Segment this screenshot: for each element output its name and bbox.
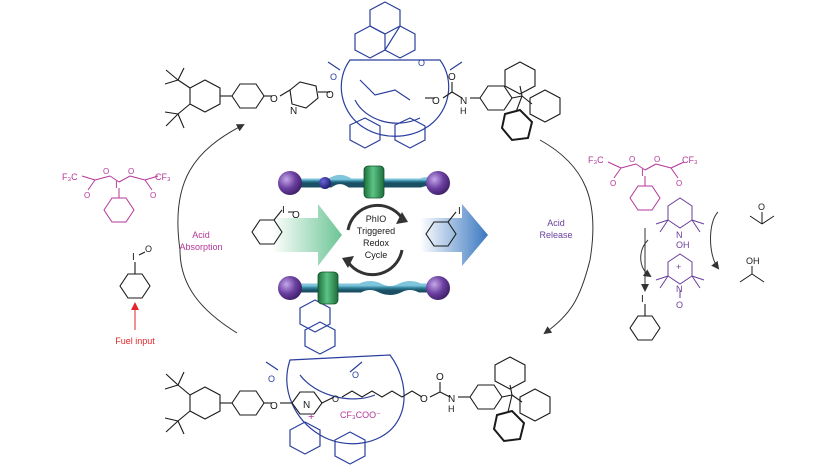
cartoon-rotaxane-bottom [278,271,450,305]
cf3-label-right-a: F₃C [588,155,604,165]
tempo-h [655,197,705,233]
o-top-left: O [270,94,278,105]
right-arrow-icon [272,204,342,266]
svg-text:O: O [145,244,152,254]
svg-text:O: O [676,300,683,310]
stopper-right-top [426,171,450,195]
green-arrow-group: I O [251,204,342,266]
top-macrocycle: O O [327,1,463,149]
bottom-pyridinium: N + O O O N H [291,356,551,443]
acid-absorption-label: Acid Absorption [179,230,222,252]
svg-text:H: H [460,106,467,116]
arc-top-left [177,124,245,251]
svg-text:I: I [282,205,285,216]
svg-text:N: N [676,284,683,294]
svg-text:O: O [432,96,440,107]
acetone [749,212,775,225]
bottom-rotaxane-structure: O [164,371,292,435]
svg-text:O: O [654,155,660,164]
ring-top [363,165,385,199]
stopper-left-bottom [278,276,302,300]
cartoon-rotaxane-top [278,165,450,199]
svg-text:O: O [332,394,339,404]
cf3-label-left-a: F₃C [62,172,78,182]
svg-text:O: O [270,401,278,412]
svg-text:H: H [448,404,455,414]
svg-text:Cycle: Cycle [365,250,388,260]
bottom-macrocycle: O O [265,299,405,465]
svg-text:I: I [641,294,644,305]
arc-top-right [539,139,594,335]
circular-arrows-icon [342,203,408,277]
svg-text:OH: OH [676,240,690,250]
svg-text:O: O [448,72,456,83]
pifa-right: I O O O O F₃C CF₃ [588,155,698,211]
top-rotaxane-structure: O N O [164,67,334,129]
svg-text:O: O [268,374,275,384]
isopropanol [739,266,765,283]
right-reaction-arrows [640,211,720,292]
svg-text:PhIO: PhIO [366,214,387,224]
svg-text:I: I [115,180,118,191]
svg-text:O: O [610,179,616,188]
svg-text:O: O [128,167,134,176]
svg-text:+: + [676,262,681,272]
svg-text:Acid: Acid [547,218,565,228]
svg-text:O: O [103,167,109,176]
svg-text:OH: OH [746,256,760,266]
svg-text:O: O [418,58,425,68]
svg-text:Triggered: Triggered [357,226,395,236]
svg-text:N: N [676,230,683,240]
svg-text:O: O [330,72,337,82]
pyridinium-n: N [303,400,310,411]
arc-bottom-left [179,249,238,334]
phio-fuel: I O [119,244,152,299]
svg-text:O: O [629,155,635,164]
svg-text:O: O [84,191,90,200]
svg-text:Absorption: Absorption [179,242,222,252]
pifa-left: I O O O O F₃C CF₃ [62,167,171,223]
acid-release-label: Acid Release [539,218,572,240]
svg-text:O: O [420,394,428,405]
cycle-arcs [177,124,594,335]
svg-text:Release: Release [539,230,572,240]
svg-text:O: O [352,370,359,380]
blue-arrow-group: I [420,204,488,266]
cycle-label: PhIO Triggered Redox Cycle [357,214,395,260]
svg-text:I: I [641,168,644,179]
nh-bottom: N [448,394,455,405]
svg-text:Acid: Acid [192,230,210,240]
svg-text:I: I [458,206,461,217]
right-arrow-icon [420,204,488,266]
trifluoroacetate-label: CF₃COO⁻ [340,410,381,420]
tempo-plus [655,253,705,298]
station-sphere [319,177,331,189]
n-pyridine-top: N [290,106,297,117]
svg-text:O: O [326,90,334,101]
svg-text:O: O [676,179,682,188]
cf3-label-left-b: CF₃ [155,172,171,182]
phi-product: I [629,294,661,341]
cf3-label-right-b: CF₃ [682,155,698,165]
svg-text:O: O [436,372,444,383]
stopper-right-bottom [426,276,450,300]
svg-text:Redox: Redox [363,238,390,248]
fuel-input-label: Fuel input [115,336,155,346]
stopper-left-top [278,171,302,195]
svg-text:O: O [758,202,765,212]
svg-text:O: O [292,210,300,221]
pyridinium-plus: + [308,411,314,423]
top-thread-right: O O N H [425,61,561,142]
svg-text:O: O [150,191,156,200]
svg-text:I: I [132,252,135,263]
ring-bottom [317,271,339,305]
nh-top: N [460,96,467,107]
